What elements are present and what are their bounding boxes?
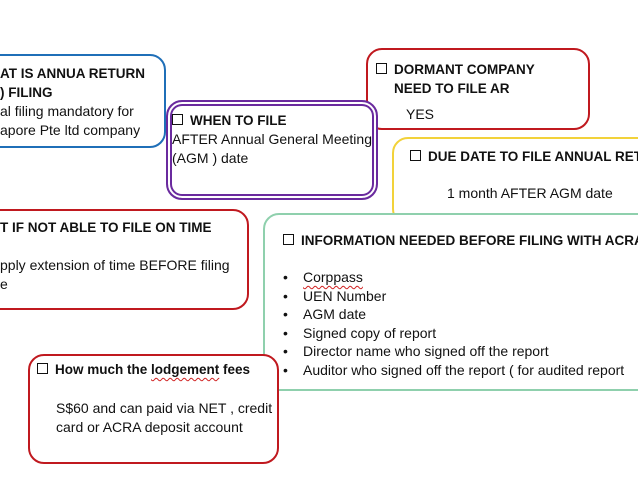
checkbox-icon bbox=[376, 63, 387, 74]
list-item: AGM date bbox=[279, 305, 624, 324]
dormant-company-card bbox=[366, 48, 590, 130]
lodgement-fees-body: S$60 and can paid via NET , credit card … bbox=[56, 400, 273, 435]
information-needed-title: INFORMATION NEEDED BEFORE FILING WITH AC… bbox=[283, 231, 638, 250]
checkbox-icon bbox=[283, 234, 294, 245]
due-date-title: DUE DATE TO FILE ANNUAL RETU bbox=[410, 147, 638, 166]
list-item: UEN Number bbox=[279, 287, 624, 306]
annual-return-body: al filing mandatory for apore Pte ltd co… bbox=[0, 103, 141, 138]
lodgement-fees-title: How much the lodgement fees bbox=[37, 360, 250, 379]
checkbox-icon bbox=[172, 114, 183, 125]
lodgement-fees-card bbox=[28, 354, 279, 464]
dormant-company-title: DORMANT COMPANY NEED TO FILE AR bbox=[376, 60, 535, 98]
information-needed-list: Corppass UEN Number AGM date Signed copy… bbox=[279, 268, 624, 379]
list-item: Director name who signed off the report bbox=[279, 342, 624, 361]
annual-return-card bbox=[0, 54, 166, 148]
dormant-company-answer: YES bbox=[406, 106, 435, 122]
list-item: Auditor who signed off the report ( for … bbox=[279, 361, 624, 380]
when-to-file-card bbox=[166, 100, 378, 200]
annual-return-title: AT IS ANNUA RETURN ) FILING bbox=[0, 66, 145, 100]
checkbox-icon bbox=[37, 363, 48, 374]
list-item: Corppass bbox=[279, 268, 624, 287]
when-to-file-title: WHEN TO FILE bbox=[172, 111, 287, 130]
checkbox-icon bbox=[410, 150, 421, 161]
list-item: Signed copy of report bbox=[279, 324, 624, 343]
when-to-file-body: AFTER Annual General Meeting (AGM ) date bbox=[172, 131, 372, 166]
late-filing-card bbox=[0, 209, 249, 310]
late-filing-title: T IF NOT ABLE TO FILE ON TIME bbox=[0, 220, 212, 235]
late-filing-body: pply extension of time BEFORE filing e bbox=[0, 257, 230, 292]
due-date-card bbox=[392, 137, 638, 225]
due-date-body: 1 month AFTER AGM date bbox=[447, 185, 613, 201]
